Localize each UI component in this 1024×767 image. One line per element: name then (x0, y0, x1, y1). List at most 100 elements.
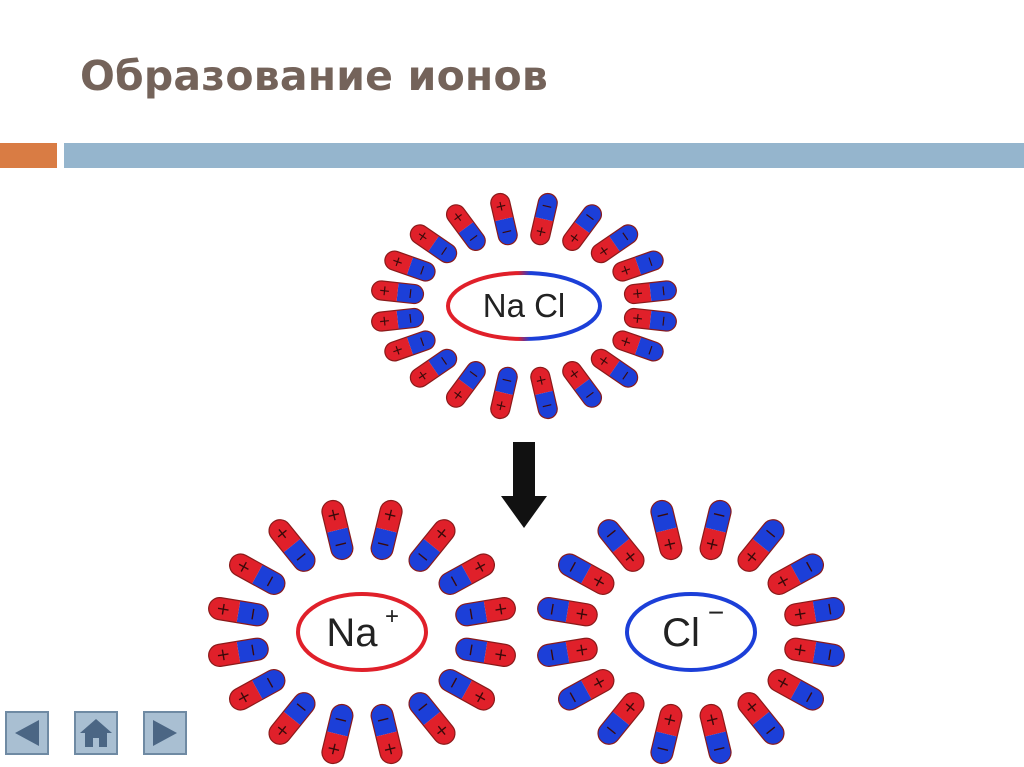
svg-text:+: + (213, 646, 235, 663)
svg-text:−: − (654, 284, 671, 297)
chloride-water-molecule-15: +− (767, 553, 825, 595)
home-button[interactable] (74, 711, 118, 755)
svg-text:+: + (325, 504, 344, 527)
svg-text:+: + (489, 601, 511, 618)
nacl-ellipse (446, 271, 602, 341)
svg-text:+: + (489, 646, 511, 663)
svg-text:+: + (381, 737, 400, 760)
svg-text:+: + (388, 342, 407, 358)
chloride-water-molecule-12: +− (650, 499, 683, 561)
nacl-water-molecule-14: −+ (445, 204, 486, 251)
chloride-water-molecule-13: +− (699, 499, 732, 561)
svg-text:−: − (413, 333, 432, 349)
svg-text:−: − (641, 254, 660, 270)
svg-text:−: − (818, 601, 840, 618)
chloride-ion-label: Cl (662, 611, 700, 655)
sodium-water-molecule-11: −+ (268, 519, 316, 572)
svg-text:+: + (661, 533, 680, 556)
nacl-water-molecule-20: +− (623, 280, 677, 305)
svg-text:−: − (654, 737, 673, 760)
svg-text:−: − (332, 533, 351, 556)
nacl-water-molecule-6: −+ (490, 366, 518, 420)
svg-text:−: − (542, 601, 564, 618)
svg-text:+: + (494, 396, 509, 414)
sodium-water-molecule-13: −+ (370, 499, 403, 561)
sodium-water-molecule-12: −+ (321, 499, 354, 561)
forward-button[interactable] (143, 711, 187, 755)
svg-text:+: + (703, 708, 722, 731)
chloride-water-molecule-5: +− (650, 703, 683, 765)
nacl-water-molecule-9: −+ (384, 330, 436, 362)
nacl-water-molecule-2: +− (612, 330, 664, 362)
chloride-ion-charge: − (708, 597, 724, 628)
svg-text:−: − (460, 641, 482, 658)
sodium-ion-charge: + (385, 603, 399, 630)
svg-text:−: − (332, 708, 351, 731)
svg-text:+: + (376, 314, 393, 327)
sodium-water-molecule-4: −+ (370, 703, 403, 765)
forward-arrow-icon (143, 711, 187, 755)
svg-text:−: − (374, 708, 393, 731)
svg-text:+: + (494, 198, 509, 216)
svg-text:−: − (710, 737, 729, 760)
nacl-water-molecule-7: −+ (445, 361, 486, 408)
nacl-water-molecule-17: +− (562, 204, 603, 251)
back-button[interactable] (5, 711, 49, 755)
sodium-water-molecule-8: −+ (208, 637, 269, 667)
nacl-label: Na Cl (483, 287, 566, 324)
svg-text:+: + (213, 601, 235, 618)
chloride-ion-ellipse (625, 592, 757, 672)
svg-text:+: + (629, 287, 646, 300)
svg-text:−: − (402, 312, 419, 325)
svg-text:+: + (325, 737, 344, 760)
nacl-water-molecule-19: +− (612, 250, 664, 282)
svg-text:−: − (499, 371, 514, 389)
svg-text:−: − (710, 504, 729, 527)
nacl-water-molecule-11: −+ (371, 280, 425, 305)
sodium-water-molecule-16: −+ (455, 597, 516, 627)
slide-title: Образование ионов (80, 52, 548, 100)
sodium-ion-ellipse (296, 592, 428, 672)
svg-text:+: + (571, 605, 593, 622)
svg-text:+: + (534, 371, 549, 389)
chloride-water-molecule-11: +− (597, 519, 645, 572)
nacl-water-molecule-15: −+ (490, 192, 518, 246)
sodium-water-molecule-9: −+ (208, 597, 269, 627)
sodium-water-molecule-2: −+ (438, 669, 496, 711)
svg-text:−: − (818, 646, 840, 663)
svg-text:+: + (789, 641, 811, 658)
svg-text:−: − (654, 504, 673, 527)
svg-text:+: + (534, 223, 549, 241)
svg-text:+: + (381, 504, 400, 527)
chloride-water-molecule-9: +− (537, 597, 598, 627)
accent-bar-blue (64, 143, 1024, 168)
svg-text:+: + (661, 708, 680, 731)
home-icon (74, 711, 118, 755)
nacl-water-molecule-13: −+ (409, 224, 458, 264)
chloride-water-molecule-2: +− (767, 669, 825, 711)
sodium-water-molecule-15: −+ (438, 553, 496, 595)
svg-text:+: + (703, 533, 722, 556)
svg-text:+: + (616, 333, 635, 349)
svg-text:−: − (460, 605, 482, 622)
sodium-water-molecule-5: −+ (321, 703, 354, 765)
nacl-water-molecule-18: +− (590, 224, 639, 264)
chloride-water-molecule-16: +− (784, 597, 845, 627)
nacl-water-molecule-4: +− (562, 361, 603, 408)
nacl-water-molecule-8: −+ (409, 348, 458, 388)
svg-text:+: + (376, 284, 393, 297)
svg-text:−: − (641, 342, 660, 358)
svg-text:+: + (789, 605, 811, 622)
svg-text:−: − (242, 605, 264, 622)
sodium-water-molecule-10: −+ (228, 553, 286, 595)
chloride-water-molecule-10: +− (557, 553, 615, 595)
sodium-water-molecule-7: −+ (228, 669, 286, 711)
nacl-water-molecule-10: −+ (371, 307, 425, 332)
svg-text:−: − (402, 287, 419, 300)
sodium-water-molecule-1: −+ (455, 637, 516, 667)
back-arrow-icon (5, 711, 49, 755)
svg-text:−: − (413, 262, 432, 278)
down-arrow-icon (501, 442, 547, 528)
chloride-water-molecule-4: +− (699, 703, 732, 765)
